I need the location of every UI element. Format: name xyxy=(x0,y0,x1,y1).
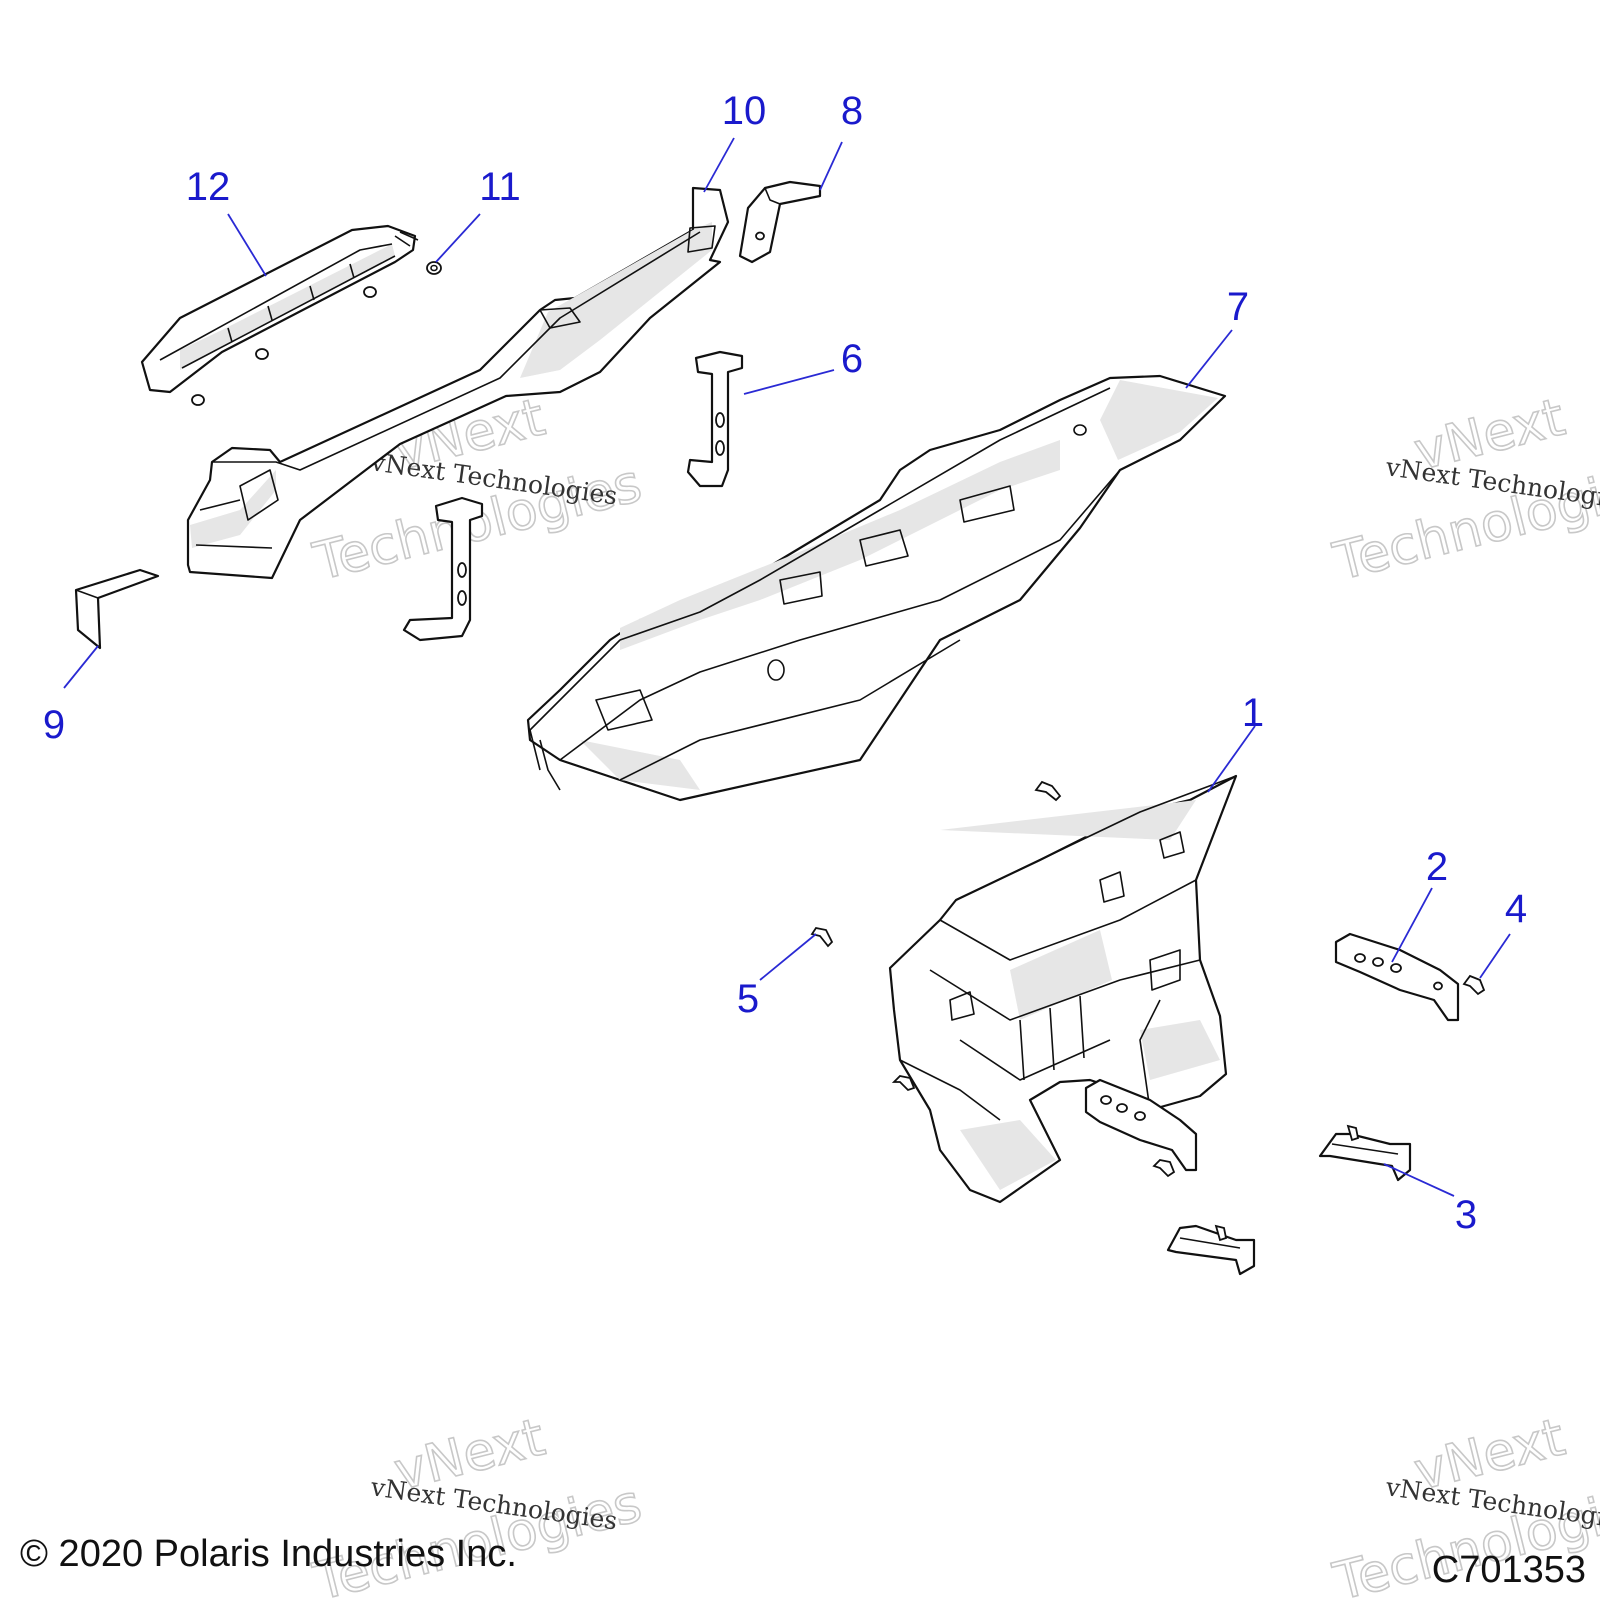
watermark-upper-center: vNext Technologies vNext Technologies xyxy=(307,387,648,594)
leader-9 xyxy=(63,645,99,689)
leader-1 xyxy=(1207,725,1256,793)
callout-4: 4 xyxy=(1505,887,1527,931)
callout-8: 8 xyxy=(841,89,863,133)
part-6-bracket-left xyxy=(402,496,484,642)
part-2-plate-lower xyxy=(1084,1078,1198,1172)
part-12-nuts xyxy=(191,286,377,406)
callout-9: 9 xyxy=(43,703,65,747)
callout-7: 7 xyxy=(1227,285,1249,329)
callout-5: 5 xyxy=(737,977,759,1021)
leader-lines xyxy=(63,137,1511,1197)
part-8-bracket xyxy=(738,180,822,264)
callout-12: 12 xyxy=(186,165,231,209)
callout-11: 11 xyxy=(479,165,521,209)
leader-12 xyxy=(227,213,267,277)
part-4-bolt xyxy=(1462,974,1486,996)
leader-2 xyxy=(1391,887,1433,963)
leader-10 xyxy=(703,137,735,193)
leader-6 xyxy=(743,369,835,395)
callout-10: 10 xyxy=(722,89,767,133)
leader-11 xyxy=(435,213,481,263)
drawing-number: C701353 xyxy=(1432,1549,1586,1591)
leader-7 xyxy=(1185,329,1233,389)
leader-5 xyxy=(759,933,817,981)
part-3-clip-right xyxy=(1318,1124,1412,1182)
leader-4 xyxy=(1479,933,1511,979)
part-9-bracket xyxy=(74,568,160,650)
leader-3 xyxy=(1383,1163,1455,1197)
part-1-rear-panel xyxy=(888,774,1238,1204)
part-7-bumper-shell xyxy=(526,374,1227,802)
callout-6: 6 xyxy=(841,337,863,381)
part-2-plate-right xyxy=(1334,932,1460,1022)
leader-8 xyxy=(819,141,843,191)
copyright-text: © 2020 Polaris Industries Inc. xyxy=(20,1533,517,1575)
callout-2: 2 xyxy=(1426,845,1448,889)
watermark-upper-right: vNext Technologies vNext Technologies xyxy=(1327,387,1600,594)
callout-3: 3 xyxy=(1455,1193,1477,1237)
callout-numbers: 1 2 3 4 5 6 7 8 9 10 11 12 xyxy=(43,89,1527,1237)
part-3-clip-lower xyxy=(1166,1224,1256,1276)
callout-1: 1 xyxy=(1242,691,1264,735)
part-11-nut xyxy=(426,261,442,275)
part-6-bracket-right xyxy=(686,350,744,488)
part-12-grab-handle xyxy=(140,224,419,394)
